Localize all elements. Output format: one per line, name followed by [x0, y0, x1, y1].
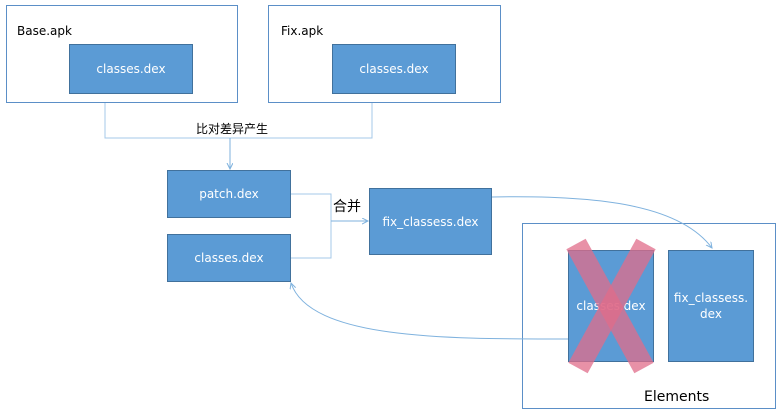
- base-classes-dex-box: classes.dex: [69, 44, 193, 94]
- base-apk-title: Base.apk: [17, 24, 72, 38]
- fix-apk-frame: Fix.apk classes.dex: [268, 5, 501, 103]
- elements-fix-classess-dex-box: fix_classess.dex: [668, 250, 754, 362]
- elements-title: Elements: [644, 389, 710, 405]
- base-apk-frame: Base.apk classes.dex: [6, 5, 238, 103]
- compare-label: 比对差异产生: [196, 122, 269, 136]
- fix-classess-dex-box: fix_classess.dex: [369, 188, 492, 255]
- fix-classes-dex-box: classes.dex: [332, 44, 456, 94]
- patch-dex-box: patch.dex: [167, 170, 291, 218]
- fix-apk-title: Fix.apk: [281, 24, 324, 38]
- merge-label: 合并: [333, 199, 361, 215]
- classes-dex-box: classes.dex: [167, 234, 291, 282]
- removed-cross-icon: [566, 238, 656, 374]
